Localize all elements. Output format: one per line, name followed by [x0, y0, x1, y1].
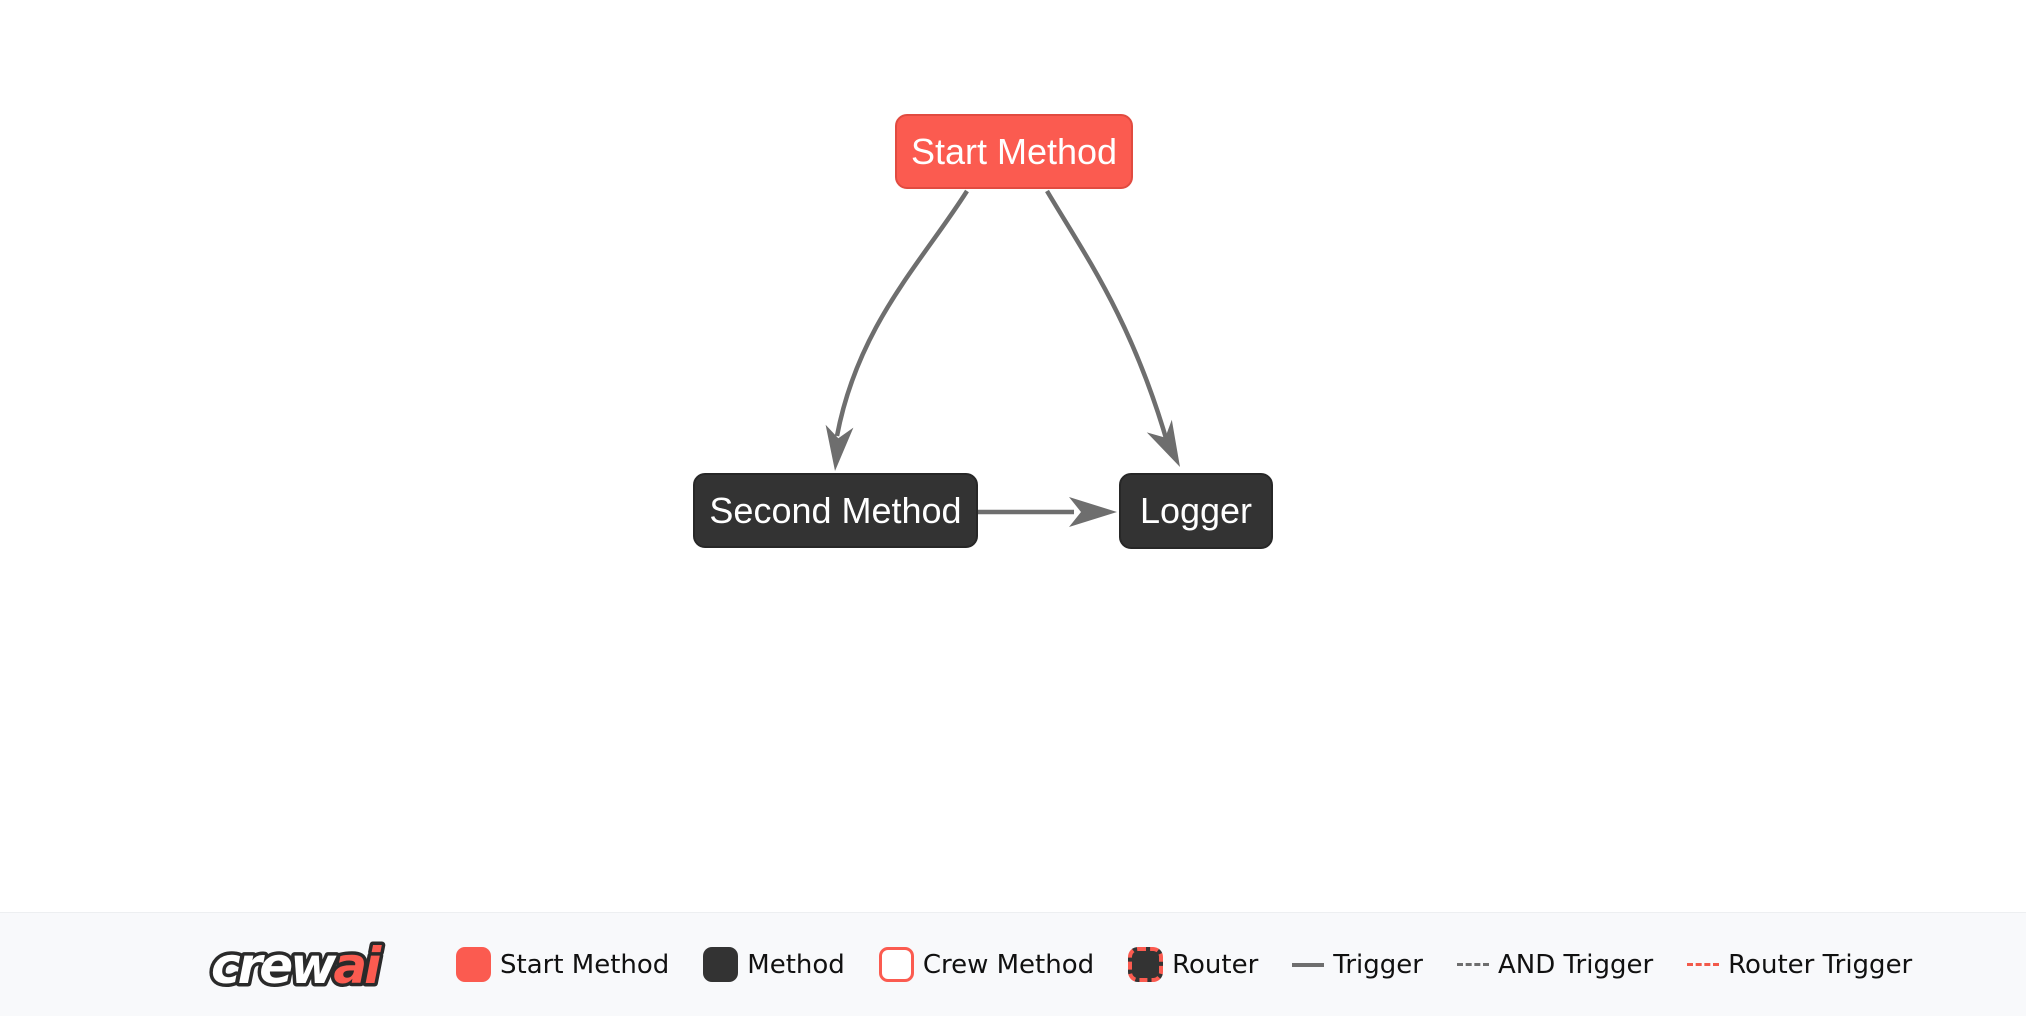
legend-label-router: Router: [1172, 949, 1259, 980]
router-trigger-line-icon: [1687, 963, 1720, 966]
node-second-method[interactable]: Second Method: [693, 473, 978, 548]
edge-second-to-logger-arrowhead: [1069, 497, 1117, 527]
legend-item-router-trigger: Router Trigger: [1687, 950, 1912, 980]
legend-item-trigger: Trigger: [1292, 950, 1423, 980]
legend-label-start-method: Start Method: [500, 949, 670, 980]
svg-text:crewai: crewai: [211, 937, 382, 995]
edge-start-to-logger-arrowhead: [1146, 419, 1180, 467]
flow-canvas[interactable]: Start Method Second Method Logger: [0, 0, 2026, 912]
legend-item-router: Router: [1128, 947, 1258, 982]
edge-start-to-logger: [1045, 189, 1171, 446]
legend-label-method: Method: [747, 949, 845, 980]
legend-label-router-trigger: Router Trigger: [1728, 949, 1913, 980]
legend-item-and-trigger: AND Trigger: [1456, 949, 1654, 980]
and-trigger-line-icon: [1456, 963, 1489, 966]
router-swatch-icon: [1128, 947, 1164, 982]
edges-layer: [825, 189, 1180, 527]
legend-bar: crewai Start Method Method Crew Method R…: [0, 912, 2026, 1016]
edge-start-to-second: [834, 189, 969, 437]
crewai-logo: crewai: [208, 933, 389, 998]
start-method-swatch-icon: [456, 947, 491, 982]
logo-text-ai: ai: [333, 937, 382, 995]
node-logger[interactable]: Logger: [1119, 473, 1273, 549]
crew-method-swatch-icon: [878, 947, 914, 982]
trigger-line-icon: [1292, 962, 1325, 967]
legend-label-trigger: Trigger: [1333, 949, 1423, 980]
legend-item-method: Method: [703, 947, 845, 982]
edge-start-to-second-arrowhead: [825, 424, 854, 471]
logo-text-crew: crew: [211, 937, 337, 995]
method-swatch-icon: [703, 947, 739, 982]
node-start-method[interactable]: Start Method: [895, 114, 1133, 189]
legend-label-crew-method: Crew Method: [922, 949, 1095, 980]
legend: Start Method Method Crew Method Router T…: [456, 947, 1912, 982]
legend-label-and-trigger: AND Trigger: [1497, 949, 1654, 980]
legend-item-crew-method: Crew Method: [878, 947, 1095, 982]
legend-item-start-method: Start Method: [456, 947, 669, 982]
